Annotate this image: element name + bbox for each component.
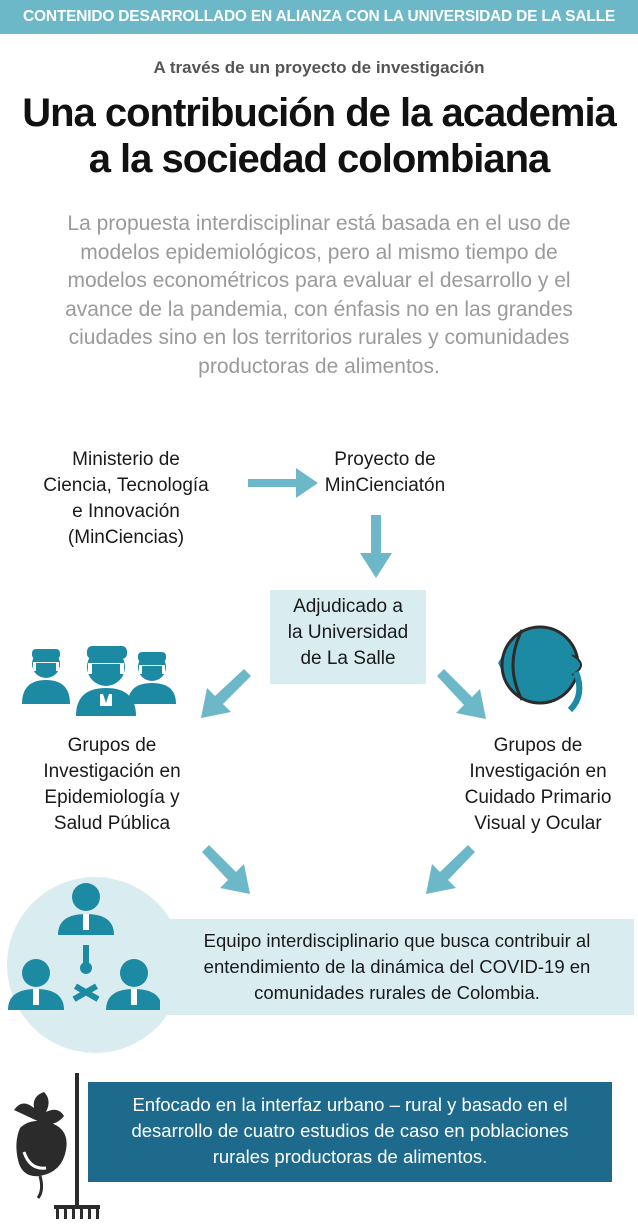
project-node: Proyecto de MinCienciatón bbox=[324, 449, 446, 496]
title-line-1: Una contribución de la academia bbox=[22, 91, 617, 135]
arrow-down-right-icon-2 bbox=[202, 845, 250, 894]
ministry-node: Ministerio de Ciencia, Tecnología e Inno… bbox=[43, 449, 209, 548]
arrow-down-left-icon bbox=[201, 669, 251, 718]
kicker: A través de un proyecto de investigación bbox=[153, 58, 485, 77]
focus-box: Enfocado en la interfaz urbano – rural y… bbox=[88, 1082, 612, 1182]
visual-care-groups-node: Grupos de Investigación en Cuidado Prima… bbox=[464, 735, 612, 834]
team-people-icon bbox=[8, 883, 162, 1010]
team-box: Equipo interdisciplinario que busca cont… bbox=[160, 919, 634, 1015]
arrow-down-icon bbox=[360, 515, 392, 578]
intro-paragraph: La propuesta interdisciplinar está basad… bbox=[65, 212, 573, 378]
arrow-down-left-icon-2 bbox=[426, 845, 475, 894]
researchers-group-icon bbox=[22, 646, 176, 716]
eye-icon bbox=[498, 625, 583, 713]
page-title: Una contribución de la academia a la soc… bbox=[0, 90, 638, 182]
awarded-box: Adjudicado a la Universidad de La Salle bbox=[270, 590, 426, 684]
epidemiology-groups-node: Grupos de Investigación en Epidemiología… bbox=[43, 735, 181, 834]
title-line-2: a la sociedad colombiana bbox=[88, 137, 551, 181]
crop-and-rake-icon bbox=[14, 1073, 100, 1219]
arrow-right-icon bbox=[248, 468, 318, 498]
banner-text: CONTENIDO DESARROLLADO EN ALIANZA CON LA… bbox=[23, 8, 615, 25]
arrow-down-right-icon bbox=[437, 669, 486, 719]
top-banner: CONTENIDO DESARROLLADO EN ALIANZA CON LA… bbox=[0, 0, 638, 34]
